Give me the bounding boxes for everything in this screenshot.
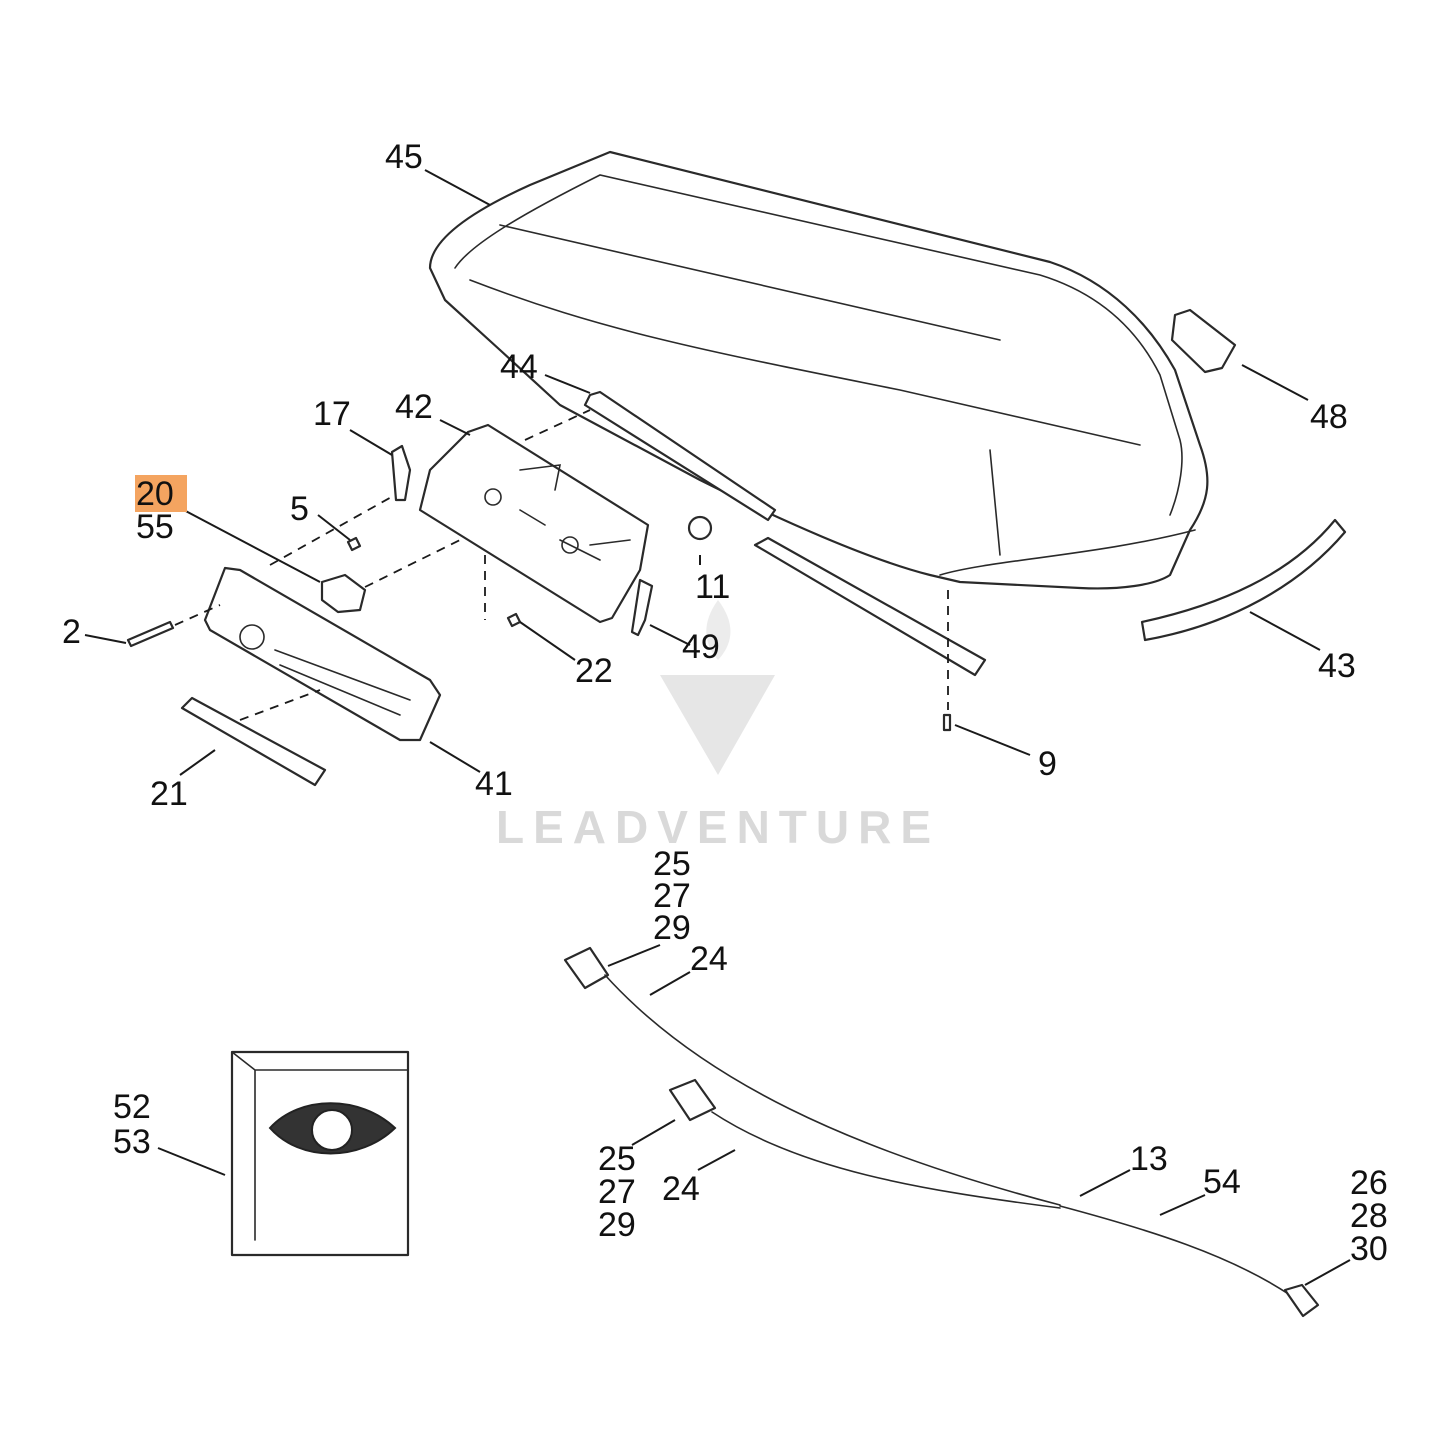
callout-42: 42 (395, 388, 433, 426)
callout-27-bottom: 27 (598, 1173, 636, 1211)
callout-53: 53 (113, 1123, 151, 1161)
callout-43: 43 (1318, 647, 1356, 685)
curved-strip-part-43 (1140, 518, 1347, 642)
handle-part-41 (203, 566, 442, 742)
watermark-logo (660, 675, 775, 775)
callout-41: 41 (475, 765, 513, 803)
kit-box (230, 1050, 410, 1257)
lock-part-20 (320, 573, 367, 614)
callout-28: 28 (1350, 1197, 1388, 1235)
screw-part-22 (506, 612, 522, 628)
callout-5: 5 (290, 490, 309, 528)
callout-49: 49 (682, 628, 720, 666)
nut-part-11 (687, 515, 713, 541)
callout-17: 17 (313, 395, 351, 433)
callout-13: 13 (1130, 1140, 1168, 1178)
callout-26: 26 (1350, 1164, 1388, 1202)
callout-24-top: 24 (690, 940, 728, 978)
callout-22: 22 (575, 652, 613, 690)
callout-24-bottom: 24 (662, 1170, 700, 1208)
strip-part-44 (583, 390, 777, 522)
lid-part-45 (428, 150, 1209, 590)
callout-54: 54 (1203, 1163, 1241, 1201)
callout-55: 55 (136, 508, 174, 546)
screw-part-9 (942, 713, 952, 732)
watermark-flame (706, 600, 731, 660)
callout-25-top: 25 (653, 845, 691, 883)
callout-25-bottom: 25 (598, 1140, 636, 1178)
watermark-text: LEADVENTURE (496, 801, 940, 853)
callout-9: 9 (1038, 745, 1057, 783)
assembly-lines (174, 409, 949, 721)
hook-part-49 (630, 578, 654, 637)
screw-part-2 (126, 620, 175, 648)
genuine-logo-emblem (311, 1109, 353, 1151)
callout-highlight (135, 475, 187, 512)
trim-strip-part-21 (180, 696, 327, 787)
callouts: 45 44 42 17 48 20 55 5 11 2 49 22 43 9 2… (62, 138, 1388, 1268)
callout-45: 45 (385, 138, 423, 176)
callout-20: 20 (136, 475, 174, 513)
screw-part-5 (346, 536, 362, 552)
latch-plate-part-42 (418, 423, 650, 624)
callout-27-top: 27 (653, 877, 691, 915)
callout-52: 52 (113, 1088, 151, 1126)
bracket-part-48 (1170, 308, 1237, 374)
leader-lines (84, 169, 1351, 1286)
wiring-harness (563, 946, 1320, 1318)
callout-30: 30 (1350, 1230, 1388, 1268)
long-strip (753, 536, 987, 677)
callout-21: 21 (150, 775, 188, 813)
watermark: LEADVENTURE (496, 600, 940, 853)
callout-29-bottom: 29 (598, 1206, 636, 1244)
hook-part-17 (390, 444, 412, 502)
callout-2: 2 (62, 613, 81, 651)
callout-48: 48 (1310, 398, 1348, 436)
callout-11: 11 (695, 568, 730, 606)
callout-44: 44 (500, 348, 538, 386)
callout-29-top: 29 (653, 909, 691, 947)
